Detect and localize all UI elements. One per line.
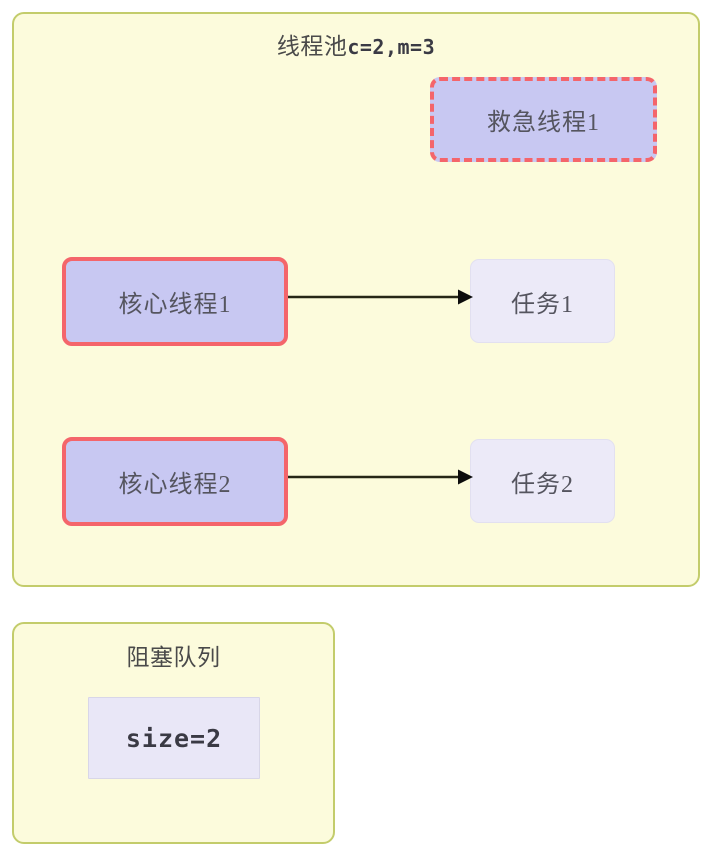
core-thread-box-2[interactable]: 核心线程2	[62, 437, 288, 526]
task-box-2[interactable]: 任务2	[470, 439, 615, 523]
queue-size-box[interactable]: size=2	[88, 697, 260, 779]
thread-pool-title-cjk: 线程池	[276, 34, 348, 59]
emergency-thread-box-1[interactable]: 救急线程1	[430, 77, 657, 162]
blocking-queue-title: 阻塞队列	[126, 645, 221, 670]
thread-pool-title-params: c=2,m=3	[347, 35, 436, 59]
thread-pool-title: 线程池c=2,m=3	[14, 27, 698, 61]
core-thread-box-1[interactable]: 核心线程1	[62, 257, 288, 346]
task-box-1[interactable]: 任务1	[470, 259, 615, 343]
